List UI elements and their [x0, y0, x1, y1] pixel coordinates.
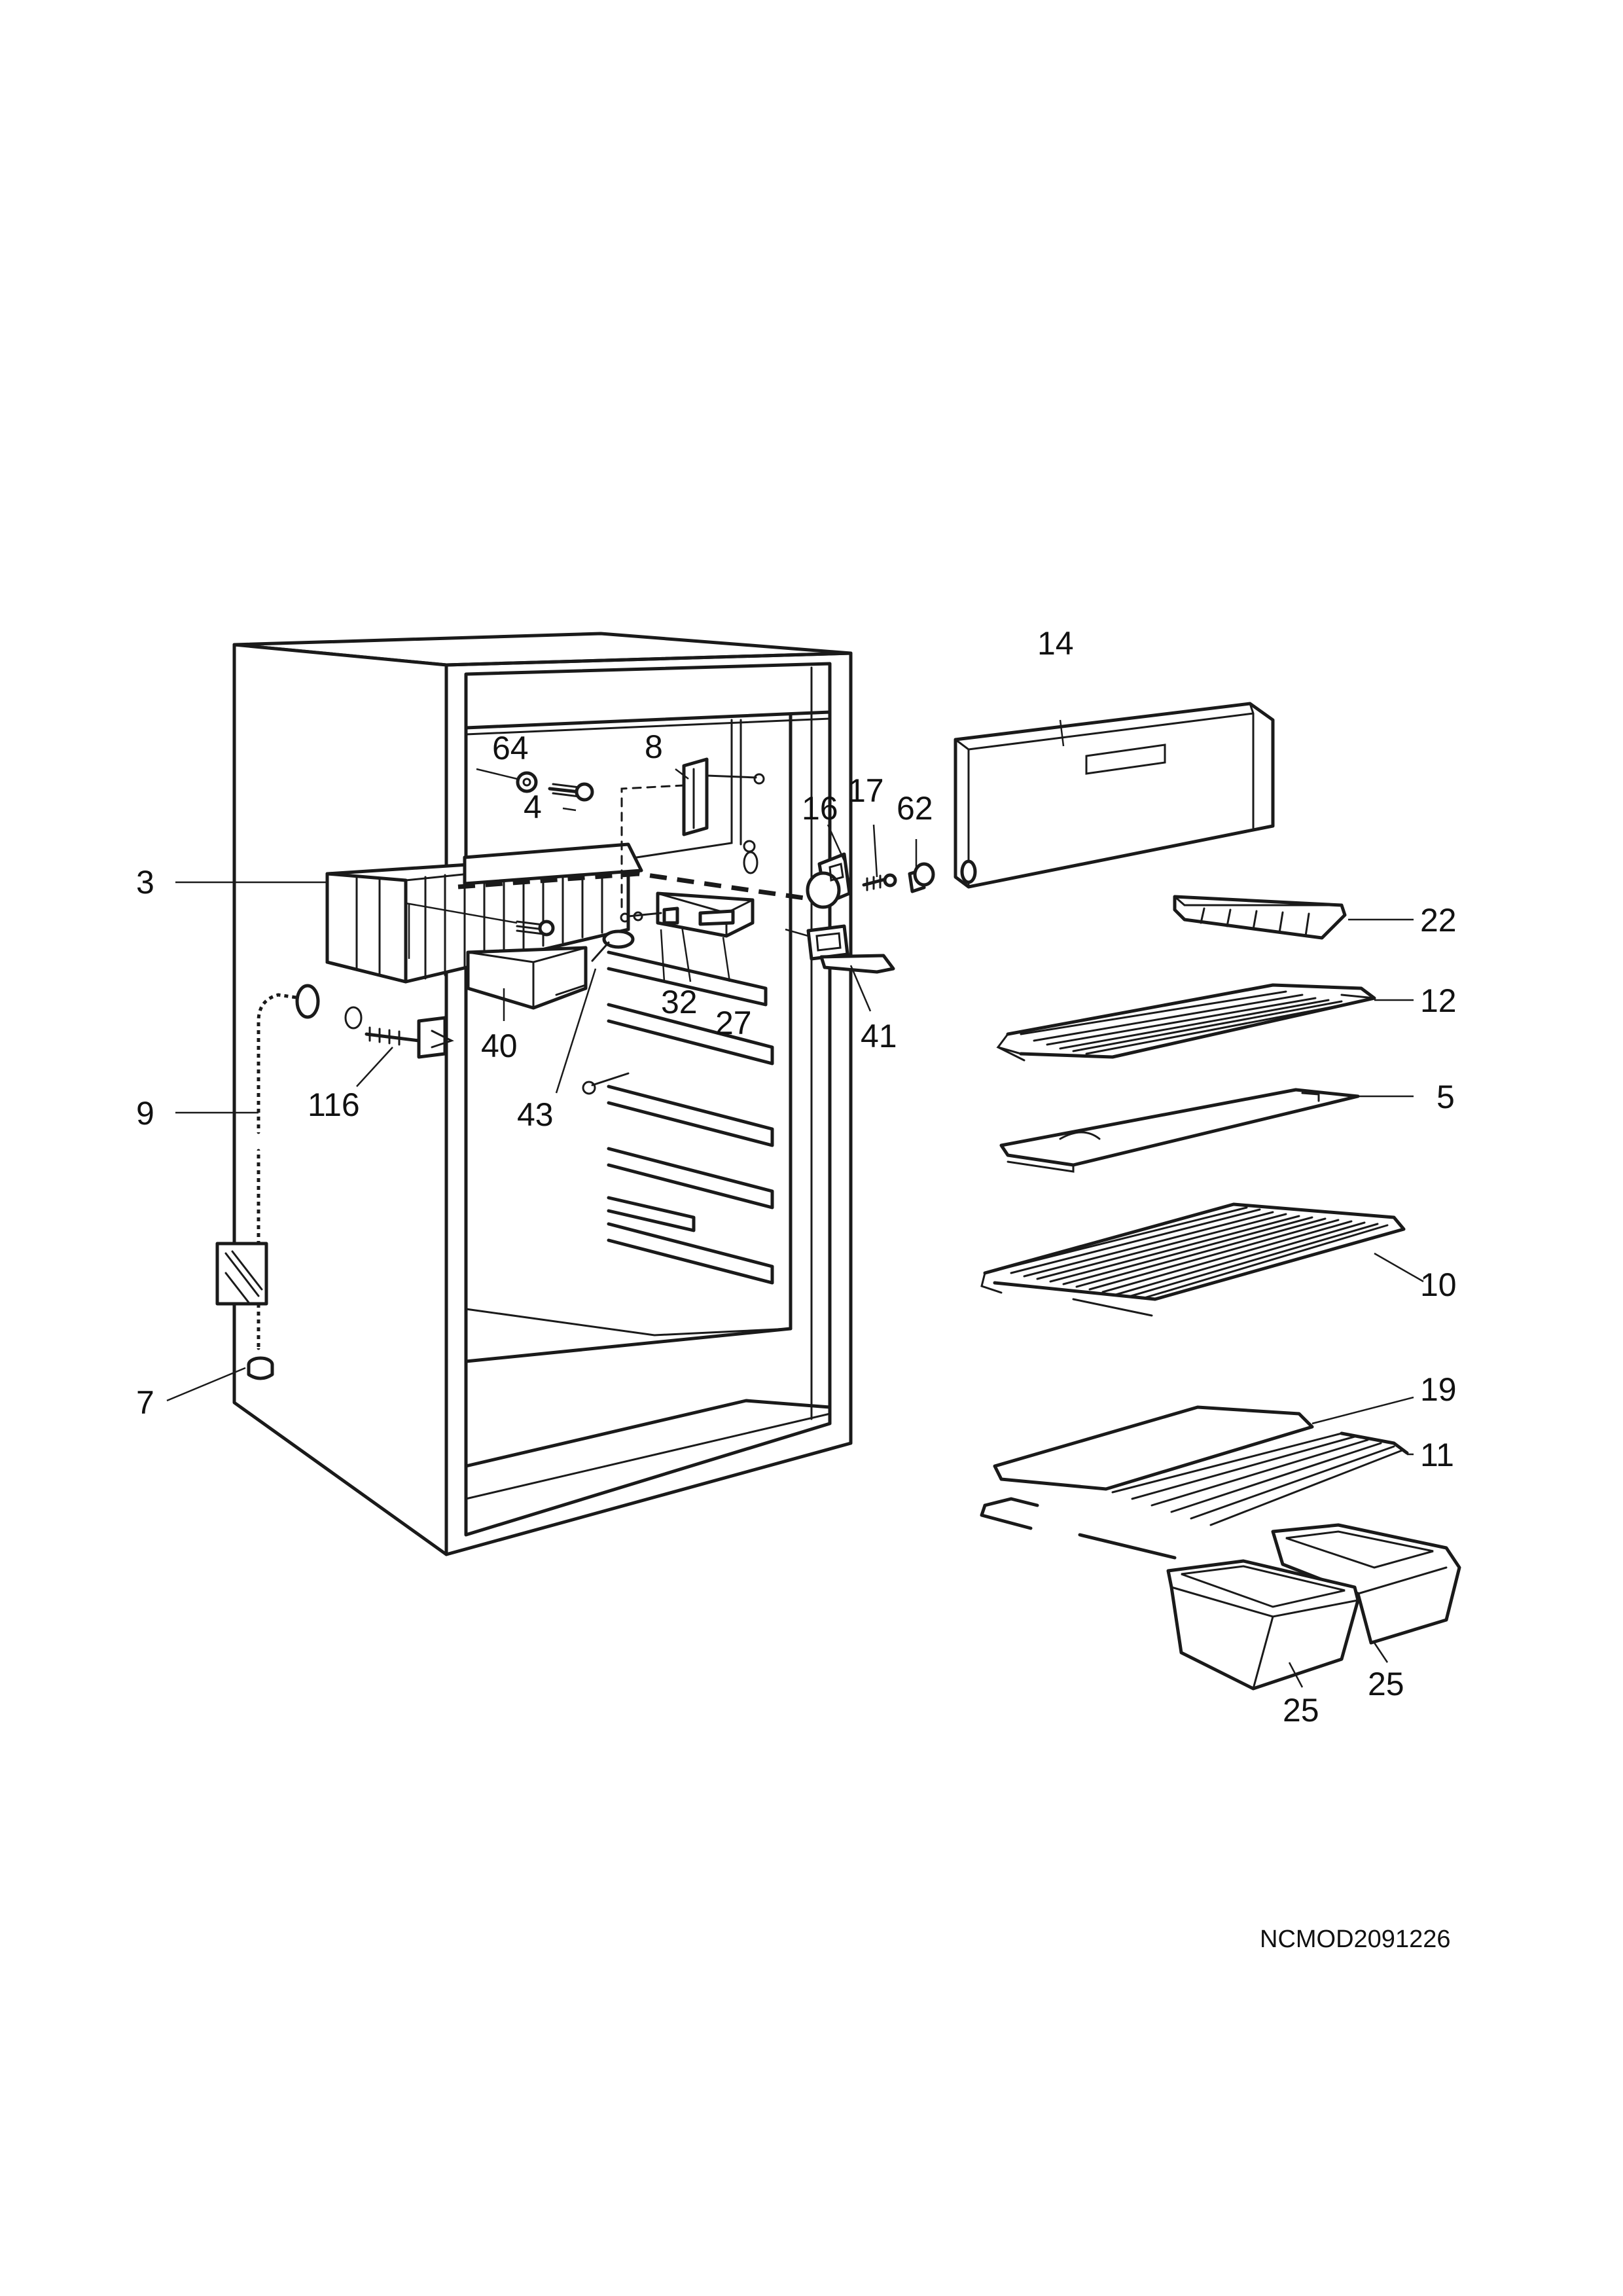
label-part-22: 22 [1420, 902, 1457, 939]
wire-shelf-upper [996, 983, 1376, 1062]
label-part-10: 10 [1420, 1266, 1457, 1303]
thermostat-assembly [591, 891, 755, 962]
label-part-5: 5 [1436, 1079, 1455, 1115]
lamp-holder [682, 757, 765, 836]
label-part-25-front: 25 [1283, 1692, 1319, 1729]
label-part-27: 27 [715, 1005, 752, 1041]
lamp-dashed-wire [620, 784, 685, 911]
label-part-25-back: 25 [1368, 1666, 1404, 1702]
label-part-41: 41 [861, 1018, 897, 1054]
door-hinge-parts [806, 852, 935, 909]
label-part-40: 40 [481, 1028, 518, 1064]
label-part-8: 8 [645, 728, 663, 765]
crisper-drawer-back [1271, 1523, 1461, 1645]
label-part-64: 64 [492, 730, 529, 766]
label-part-19: 19 [1420, 1371, 1457, 1408]
wire-shelf-lower [980, 1431, 1409, 1560]
screw-and-washer [516, 771, 594, 937]
crisper-cover-frame [999, 1088, 1360, 1173]
leader-lines [166, 719, 1424, 1688]
label-part-62: 62 [897, 790, 933, 827]
label-part-3: 3 [136, 864, 154, 901]
label-part-43: 43 [517, 1096, 554, 1133]
drawing-code: NCMOD2091226 [1260, 1926, 1450, 1953]
drain-hose [215, 984, 454, 1380]
freezer-door [954, 702, 1275, 889]
drip-tray-bracket [466, 946, 588, 1010]
label-part-9: 9 [136, 1095, 154, 1132]
part-labels: 3 64 4 8 16 17 62 14 22 12 5 10 19 11 25… [136, 625, 1457, 1729]
door-handle [806, 924, 895, 974]
label-part-17: 17 [847, 772, 884, 809]
wire-shelf-middle [980, 1202, 1406, 1317]
crisper-drawer-front [1166, 1559, 1360, 1691]
label-part-116: 116 [308, 1086, 360, 1123]
label-part-14: 14 [1037, 625, 1074, 662]
label-part-11: 11 [1420, 1437, 1454, 1473]
label-part-16: 16 [802, 790, 838, 827]
label-part-4: 4 [524, 789, 542, 825]
ice-cube-tray [1173, 895, 1347, 940]
label-part-7: 7 [136, 1384, 154, 1421]
glass-shelf [993, 1405, 1314, 1491]
label-part-12: 12 [1420, 982, 1457, 1019]
hinge-axis-dashed-line [457, 871, 819, 903]
label-part-32: 32 [661, 984, 698, 1020]
